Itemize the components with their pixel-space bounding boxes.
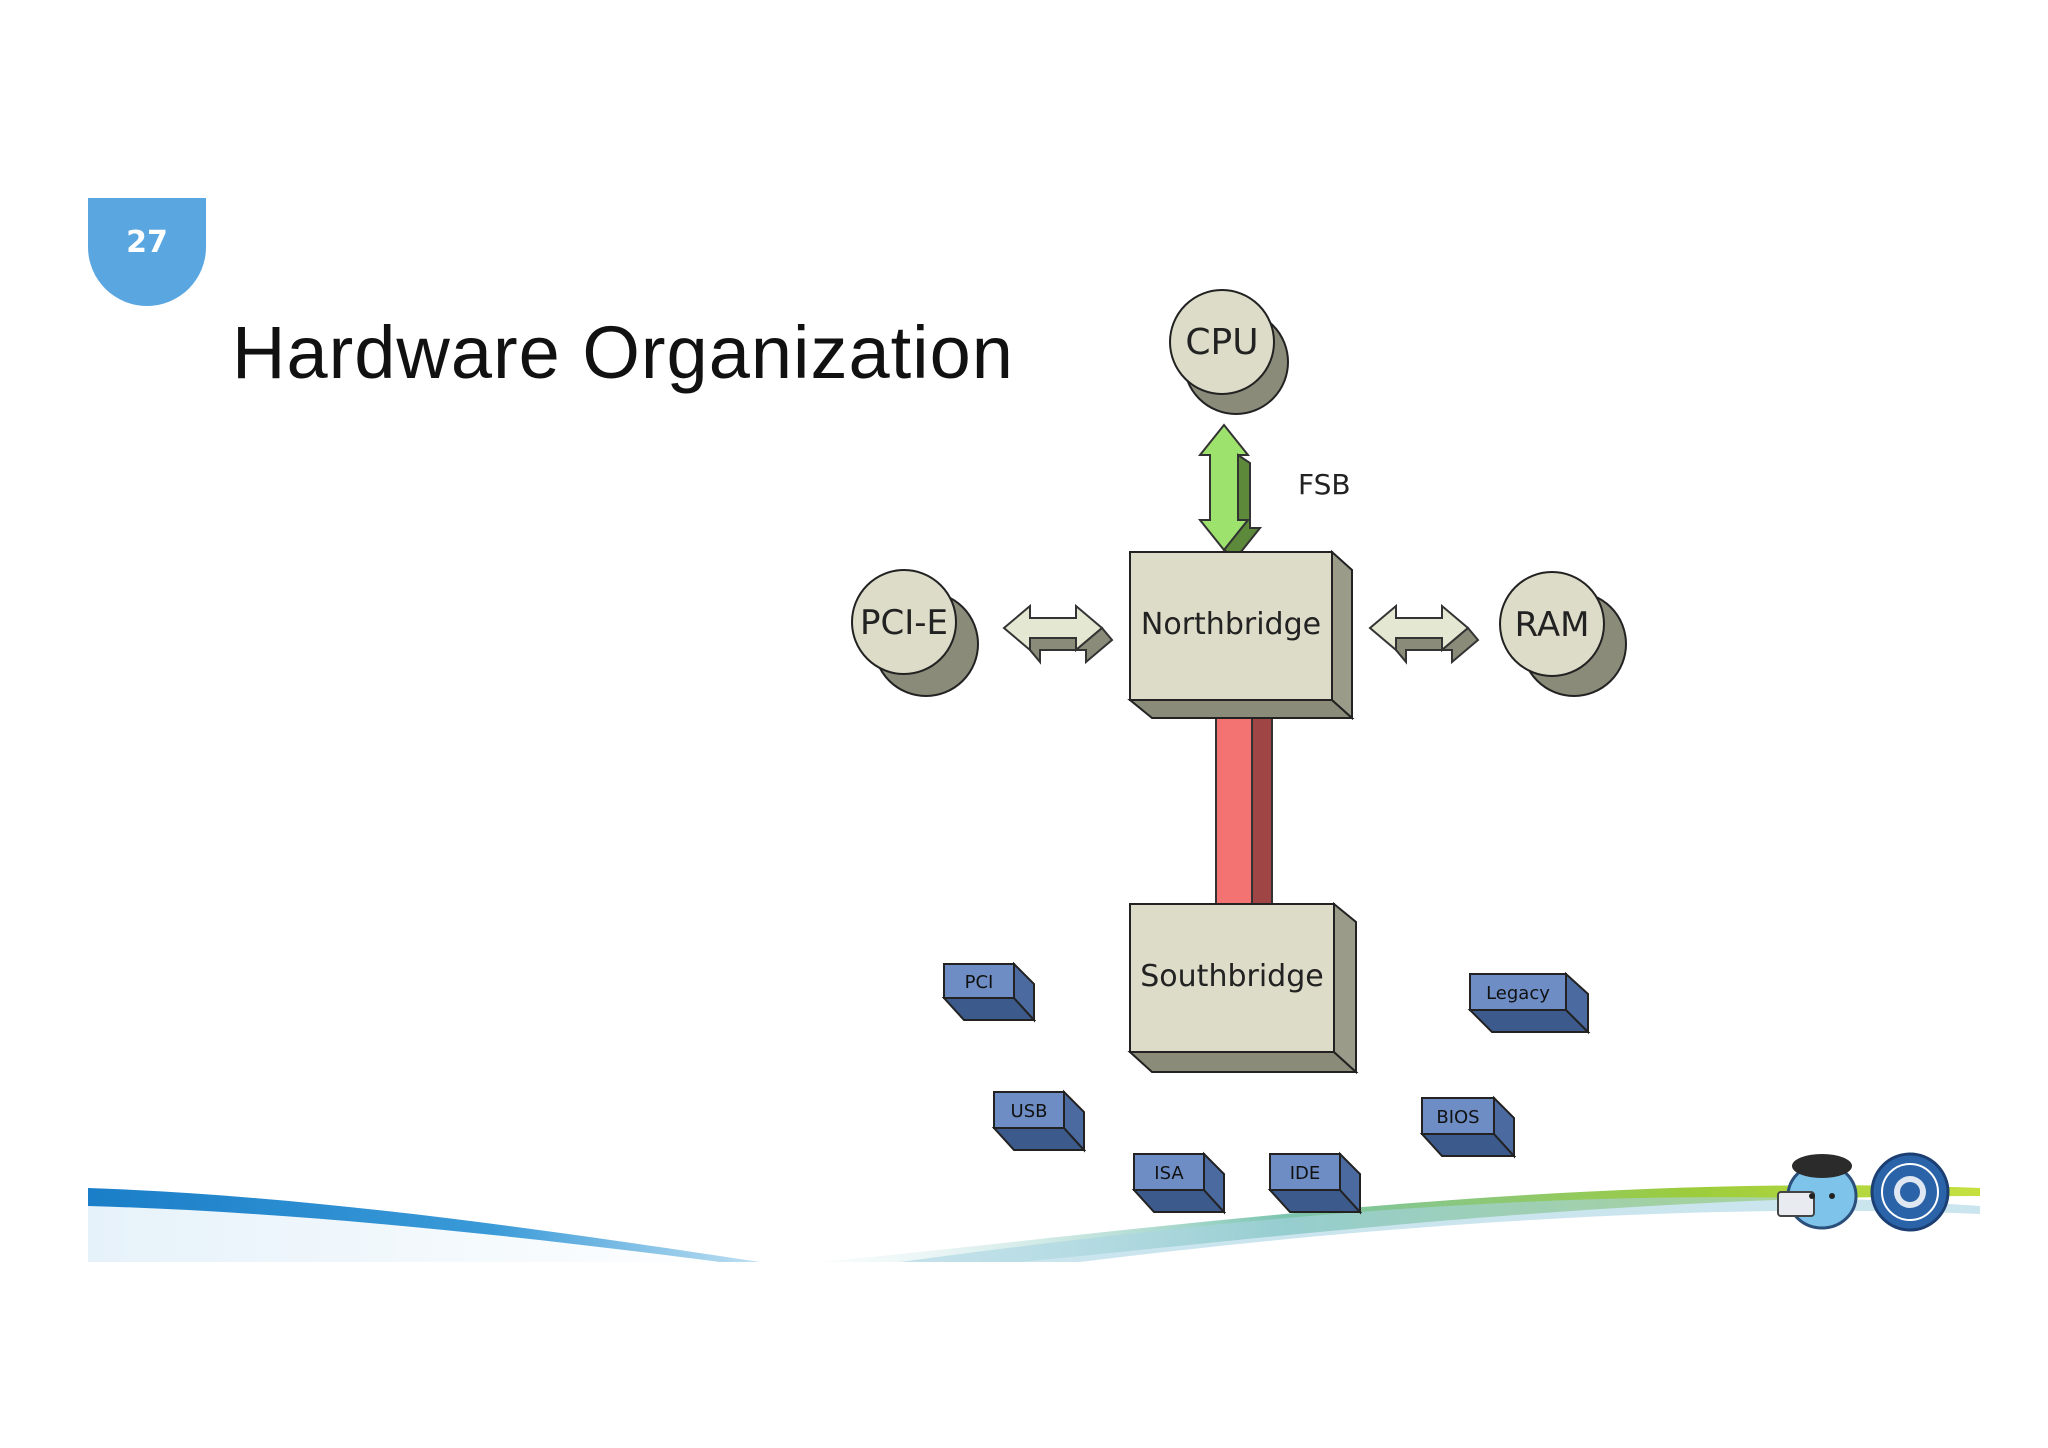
page-number-badge: 27: [88, 198, 206, 306]
cpu-label: CPU: [1185, 322, 1258, 363]
internal-bus-link: [1215, 698, 1273, 907]
ram-link-arrow: [1368, 603, 1480, 665]
university-seal-logo: [1870, 1152, 1950, 1232]
ide-label: IDE: [1290, 1163, 1321, 1184]
bios-label: BIOS: [1436, 1107, 1479, 1128]
legacy-port-node: Legacy: [1467, 971, 1591, 1035]
pcie-label: PCI-E: [860, 603, 948, 643]
fsb-label: FSB: [1298, 468, 1351, 501]
cpu-node: CPU: [1169, 289, 1289, 415]
mascot-logo: [1777, 1154, 1858, 1230]
southbridge-label: Southbridge: [1140, 959, 1323, 994]
pcie-node: PCI-E: [851, 569, 979, 697]
slide-title: Hardware Organization: [232, 311, 1014, 394]
southbridge-node: Southbridge: [1127, 901, 1359, 1075]
ide-port-node: IDE: [1267, 1151, 1363, 1215]
pci-label: PCI: [965, 972, 994, 993]
pci-port-node: PCI: [941, 961, 1037, 1023]
pcie-link-arrow: [1002, 603, 1114, 665]
fsb-double-arrow: [1197, 423, 1263, 560]
ram-node: RAM: [1499, 571, 1627, 697]
legacy-label: Legacy: [1486, 983, 1550, 1004]
usb-label: USB: [1011, 1101, 1048, 1122]
northbridge-label: Northbridge: [1141, 607, 1321, 642]
page-number: 27: [126, 224, 168, 260]
footer-swoosh: [88, 1185, 1980, 1262]
usb-port-node: USB: [991, 1089, 1087, 1153]
bios-port-node: BIOS: [1419, 1095, 1517, 1159]
isa-label: ISA: [1154, 1163, 1184, 1184]
ram-label: RAM: [1515, 605, 1590, 645]
northbridge-node: Northbridge: [1127, 549, 1355, 721]
isa-port-node: ISA: [1131, 1151, 1227, 1215]
